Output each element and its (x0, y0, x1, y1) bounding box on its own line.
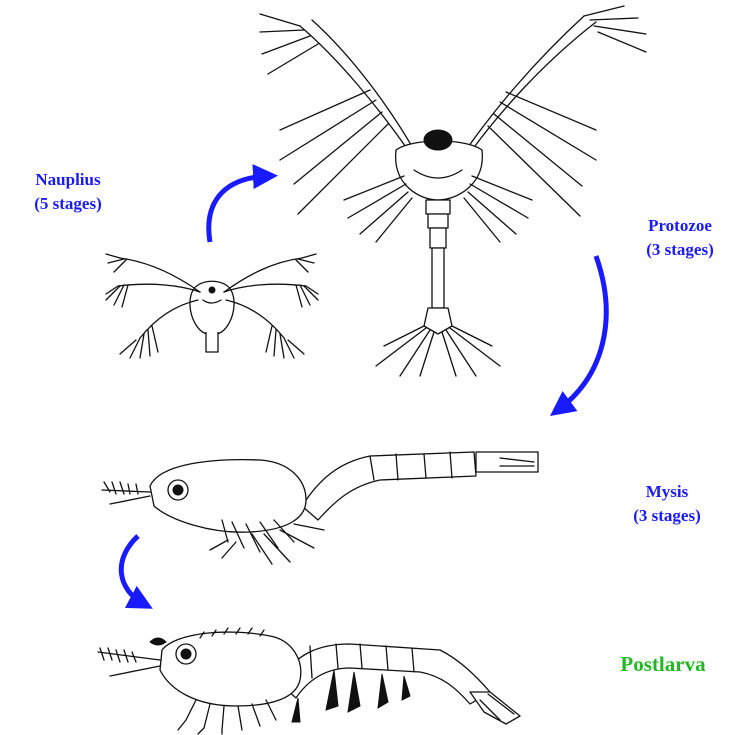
stage-name-mysis: Mysis (612, 480, 722, 504)
cycle-arrows (121, 176, 606, 604)
arrow-protozoe-to-mysis (558, 256, 606, 410)
arrow-mysis-to-postlarva (121, 536, 144, 604)
stage-detail-nauplius: (5 stages) (8, 192, 128, 216)
label-mysis: Mysis (3 stages) (612, 480, 722, 528)
stage-detail-protozoe: (3 stages) (630, 238, 730, 262)
stage-detail-mysis: (3 stages) (612, 504, 722, 528)
postlarva-illustration (98, 628, 520, 734)
mysis-illustration (102, 452, 538, 564)
stage-name-nauplius: Nauplius (8, 168, 128, 192)
stage-name-postlarva: Postlarva (588, 652, 738, 676)
protozoe-illustration (260, 6, 646, 376)
stage-name-protozoe: Protozoe (630, 214, 730, 238)
arrow-nauplius-to-protozoe (209, 176, 268, 242)
label-protozoe: Protozoe (3 stages) (630, 214, 730, 262)
nauplius-illustration (106, 254, 318, 358)
label-postlarva: Postlarva (588, 652, 738, 676)
label-nauplius: Nauplius (5 stages) (8, 168, 128, 216)
